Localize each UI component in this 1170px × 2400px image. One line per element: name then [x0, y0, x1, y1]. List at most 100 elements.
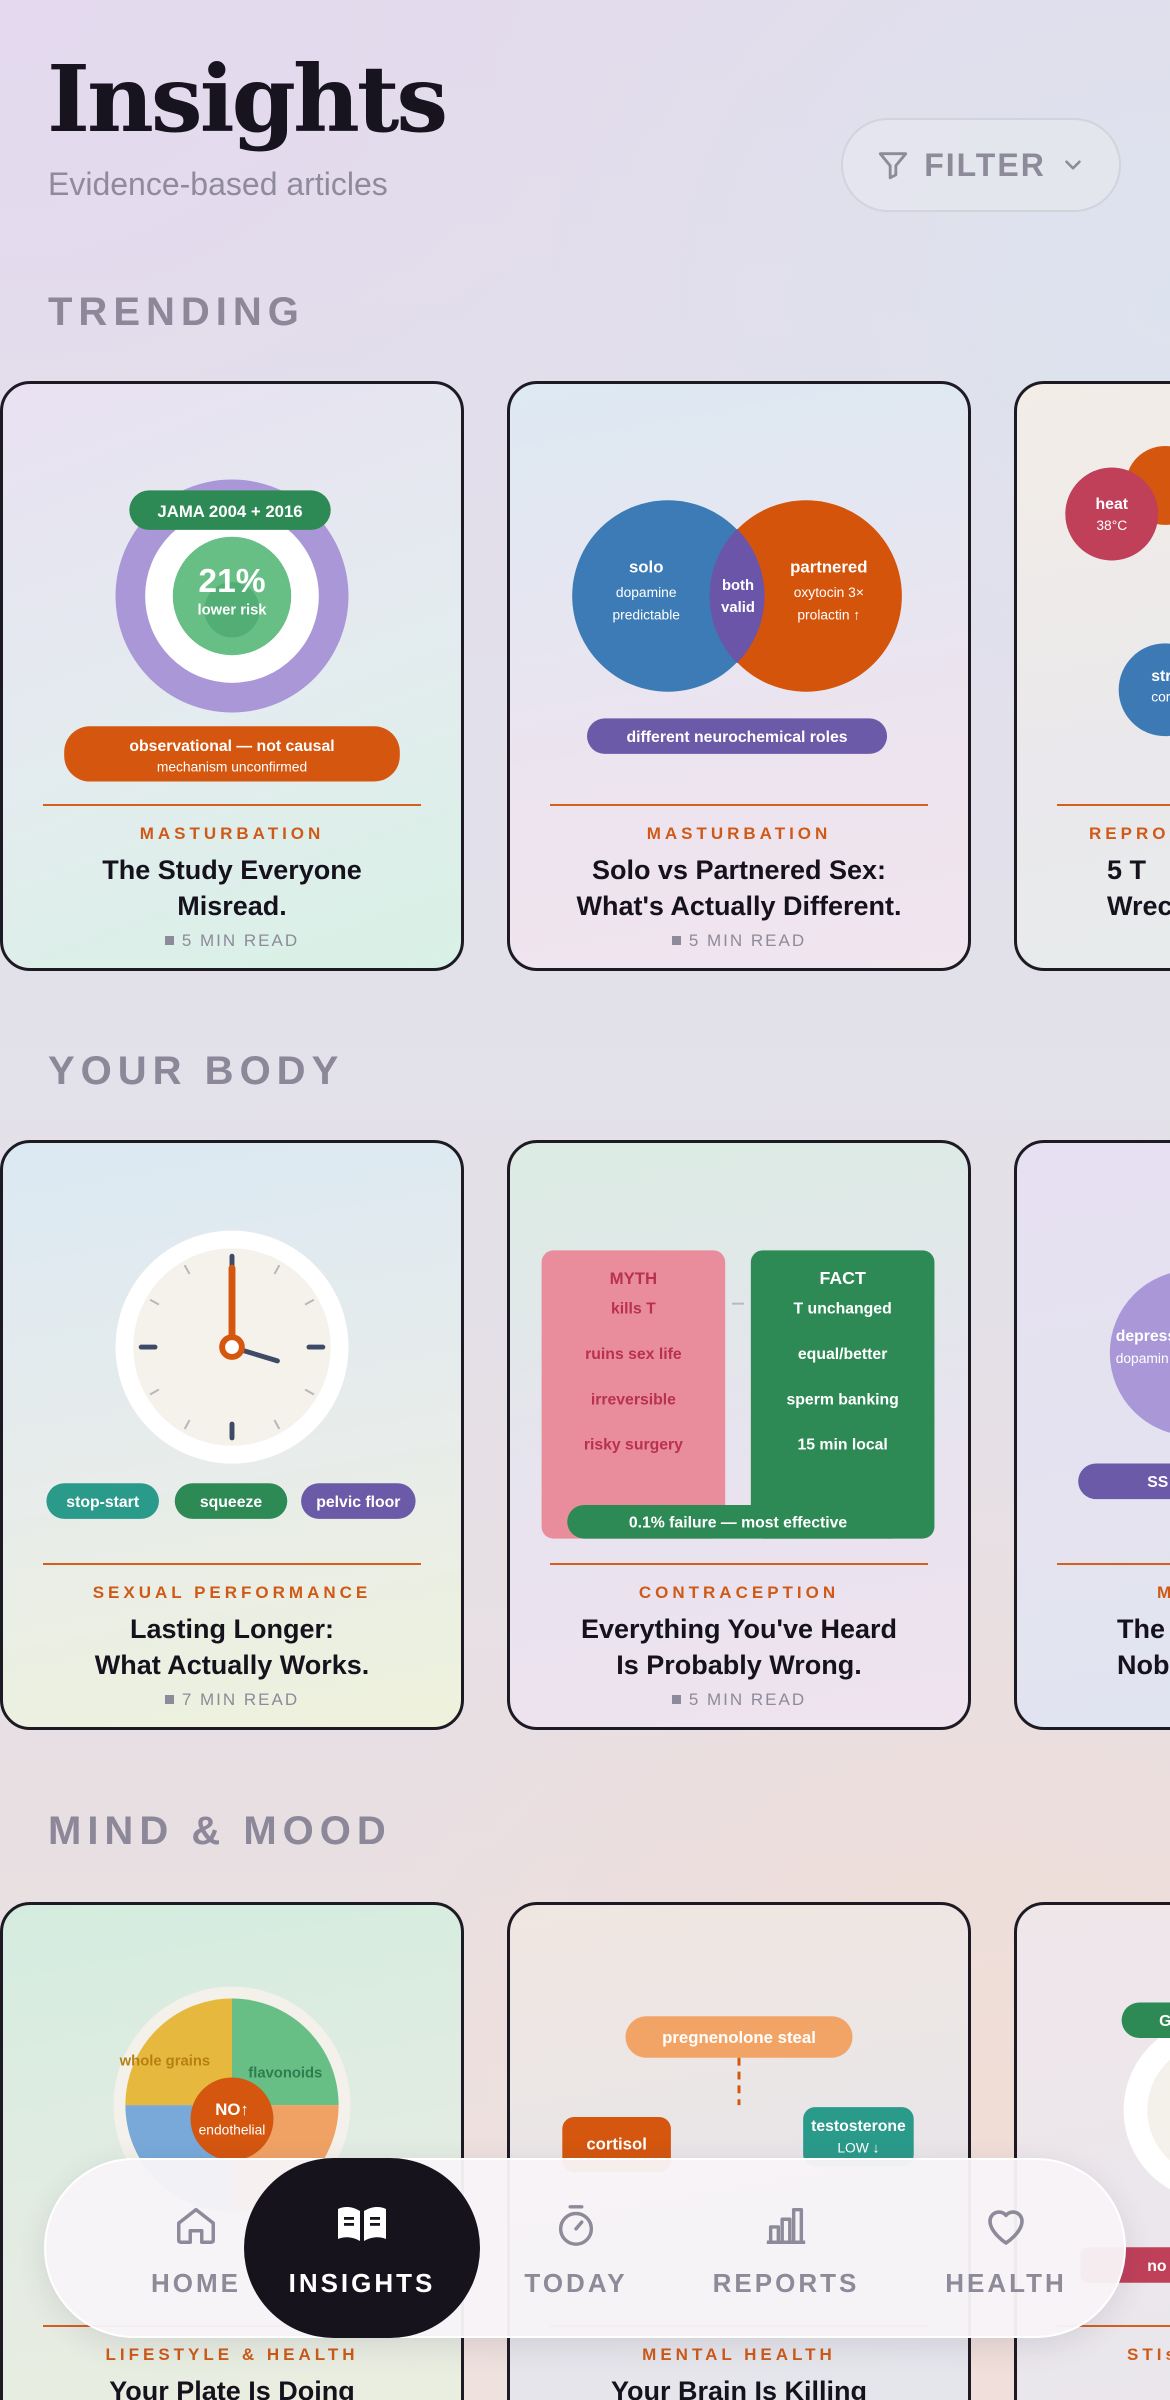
circle-pill: SS [1147, 1474, 1168, 1491]
fact-item: 15 min local [797, 1437, 887, 1454]
bullet-icon [671, 936, 681, 945]
flow-top: pregnenolone steal [662, 2028, 816, 2047]
flow-right-sub: LOW ↓ [837, 2140, 879, 2156]
card-category: REPROD [1089, 824, 1170, 843]
card-category: MASTURBATION [646, 824, 832, 843]
venn-center-line-1: both [722, 578, 754, 594]
nav-label: TODAY [524, 2267, 628, 2298]
card-divider [43, 804, 421, 806]
fact-title: FACT [819, 1268, 865, 1288]
nav-item-home[interactable]: HOME [96, 2160, 296, 2340]
heart-icon [988, 2209, 1024, 2245]
venn-right-line-2: prolactin ↑ [797, 607, 860, 623]
myth-item: ruins sex life [585, 1346, 682, 1363]
card-headline: Your Brain Is Killing [610, 2376, 868, 2400]
carousel-your-body[interactable]: stop-start squeeze pelvic floor SEXUAL P… [0, 1140, 1170, 1730]
filter-icon [879, 152, 908, 180]
myth-item: risky surgery [584, 1437, 683, 1454]
technique-pill: squeeze [200, 1494, 263, 1511]
myth-title: MYTH [610, 1269, 658, 1288]
card-headline: Solo vs Partnered Sex: What's Actually D… [576, 855, 902, 921]
nav-item-insights[interactable]: INSIGHTS [244, 2160, 480, 2340]
venn-left-line-1: dopamine [616, 584, 677, 600]
card-headline: 5 T Wrec [1107, 855, 1170, 921]
fact-item: T unchanged [794, 1301, 892, 1318]
technique-pill: pelvic floor [316, 1494, 400, 1511]
center-sublabel: endothelial [199, 2122, 266, 2138]
card-illustration: solo dopamine predictable both valid par… [572, 500, 902, 754]
card-headline: Your Plate Is Doing [109, 2376, 355, 2400]
bottom-nav: HOME INSIGHTS TODAY REPORTS HEALTH [44, 2158, 1126, 2338]
flow-left: cortisol [586, 2135, 647, 2154]
card-category: MASTURBATION [139, 824, 325, 843]
nav-item-today[interactable]: TODAY [476, 2160, 676, 2340]
technique-pill: stop-start [66, 1494, 140, 1511]
nav-item-health[interactable]: HEALTH [906, 2160, 1106, 2340]
page-title: Insights [47, 45, 448, 153]
section-label-your-body: YOUR BODY [48, 1049, 345, 1093]
myth-fact-footer: 0.1% failure — most effective [629, 1515, 848, 1532]
card-category: SEXUAL PERFORMANCE [92, 1583, 372, 1602]
bullet-icon [164, 1695, 174, 1704]
card-divider [550, 804, 928, 806]
segment-label: whole grains [119, 2054, 210, 2070]
article-card[interactable]: MYTH kills T ruins sex life irreversible… [507, 1140, 971, 1730]
book-open-icon [338, 2206, 386, 2241]
card-divider [43, 1563, 421, 1565]
article-card[interactable]: solo dopamine predictable both valid par… [507, 381, 971, 971]
read-time-label: 5 MIN READ [181, 931, 300, 950]
article-card[interactable]: stop-start squeeze pelvic floor SEXUAL P… [0, 1140, 464, 1730]
read-time: 5 MIN READ [510, 1690, 968, 1710]
fact-item: sperm banking [787, 1391, 899, 1408]
center-label: NO↑ [215, 2100, 249, 2119]
read-time-label: 5 MIN READ [688, 931, 807, 950]
article-card[interactable]: JAMA 2004 + 2016 21% lower risk observat… [0, 381, 464, 971]
nav-label: INSIGHTS [288, 2267, 436, 2298]
carousel-trending[interactable]: JAMA 2004 + 2016 21% lower risk observat… [0, 381, 1170, 971]
card-headline: Lasting Longer: What Actually Works. [94, 1614, 370, 1680]
chevron-down-icon [1064, 160, 1081, 170]
bullet-icon [671, 1695, 681, 1704]
stopwatch-icon [558, 2204, 594, 2246]
card-divider [550, 1563, 928, 1565]
myth-item: irreversible [591, 1391, 676, 1408]
card-headline: Everything You've Heard Is Probably Wron… [580, 1614, 898, 1680]
nav-item-reports[interactable]: REPORTS [686, 2160, 886, 2340]
card-category: CONTRACEPTION [638, 1583, 840, 1602]
filter-label: FILTER [924, 146, 1046, 183]
venn-left-line-2: predictable [612, 607, 680, 623]
bubble-sub: cortis [1151, 689, 1170, 705]
card-divider [1057, 2325, 1170, 2327]
article-card[interactable]: heat 38°C stres cortis REPROD 5 T Wrec [1014, 381, 1170, 971]
card-illustration: stop-start squeeze pelvic floor [46, 1230, 416, 1519]
filter-button[interactable]: FILTER [841, 118, 1121, 212]
venn-right-title: partnered [790, 557, 867, 576]
badge-label: G [1159, 2013, 1170, 2030]
pill-label: no [1147, 2258, 1167, 2275]
read-time-label: 7 MIN READ [181, 1690, 300, 1709]
section-label-mind-mood: MIND & MOOD [48, 1809, 392, 1853]
myth-item: kills T [611, 1301, 656, 1318]
card-category: LIFESTYLE & HEALTH [105, 2345, 359, 2364]
note-primary: observational — not causal [129, 738, 334, 755]
flow-right-title: testosterone [811, 2118, 906, 2135]
card-divider [1057, 1563, 1170, 1565]
card-illustration: heat 38°C stres cortis [1065, 445, 1170, 737]
read-time: 7 MIN READ [3, 1690, 461, 1710]
home-icon [177, 2207, 215, 2244]
stat-value: 21% [198, 563, 265, 600]
venn-footer: different neurochemical roles [627, 729, 848, 746]
card-category: M [1157, 1583, 1170, 1603]
article-card[interactable]: depress dopamin SS M The Nobo [1014, 1140, 1170, 1730]
venn-center-line-2: valid [721, 600, 755, 616]
card-divider [1057, 804, 1170, 806]
read-time-label: 5 MIN READ [688, 1690, 807, 1709]
section-label-trending: TRENDING [48, 290, 305, 334]
fact-item: equal/better [798, 1346, 887, 1363]
circle-label: depress [1116, 1328, 1170, 1345]
read-time: 5 MIN READ [3, 931, 461, 951]
card-illustration: JAMA 2004 + 2016 21% lower risk observat… [64, 479, 400, 782]
bullet-icon [164, 936, 174, 945]
bubble-sub: 38°C [1096, 517, 1127, 533]
